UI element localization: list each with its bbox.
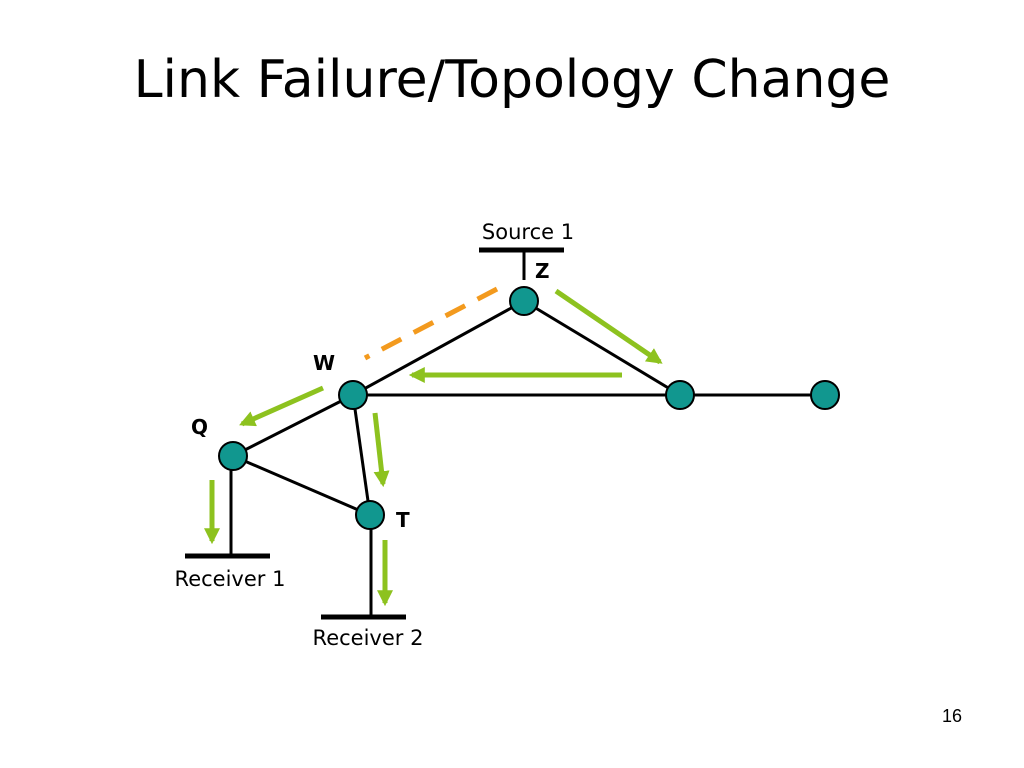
source1-label: Source 1 <box>482 220 574 244</box>
node-label-t: T <box>396 508 410 532</box>
node-label-w: W <box>313 351 335 375</box>
link-q-t <box>232 454 371 517</box>
page-number: 16 <box>941 706 962 726</box>
node-e <box>810 380 840 410</box>
link-w-q <box>232 393 354 458</box>
flow-arrows <box>203 288 663 607</box>
link-w-t <box>351 394 372 516</box>
failed-link <box>363 286 499 361</box>
node-w <box>338 380 368 410</box>
node-label-q: Q <box>191 415 208 439</box>
nodes <box>218 286 840 530</box>
node-t <box>355 500 385 530</box>
flow-arrow-w-t <box>372 412 390 488</box>
receiver1-label: Receiver 1 <box>175 567 286 591</box>
flow-arrow-z-r <box>554 288 663 365</box>
node-q <box>218 441 248 471</box>
link-z-r <box>523 299 681 397</box>
slide-title: Link Failure/Topology Change <box>133 50 891 110</box>
flow-arrow-w-q <box>239 385 325 427</box>
link-z-w <box>352 299 525 397</box>
node-label-z: Z <box>535 259 550 283</box>
node-r <box>665 380 695 410</box>
node-z <box>509 286 539 316</box>
links <box>232 299 825 517</box>
receiver2-label: Receiver 2 <box>313 626 424 650</box>
